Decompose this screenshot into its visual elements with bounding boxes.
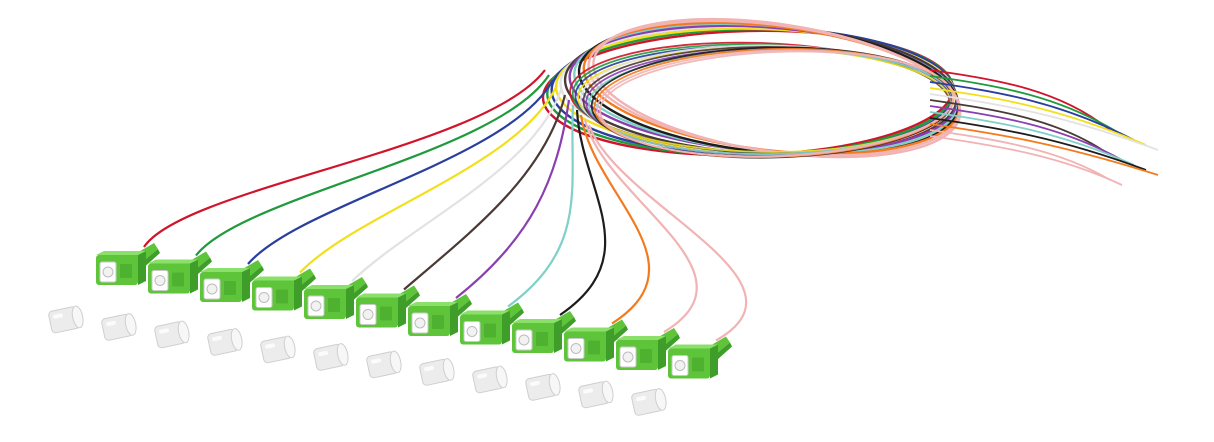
fiber-lead bbox=[455, 99, 571, 299]
fiber-lead bbox=[559, 109, 607, 316]
fiber-lead bbox=[143, 69, 546, 248]
dust-cap bbox=[419, 358, 455, 386]
fiber-end bbox=[929, 135, 1123, 186]
dust-cap bbox=[48, 305, 84, 334]
sc-connector bbox=[512, 311, 576, 353]
dust-cap bbox=[472, 365, 508, 394]
fiber-lead bbox=[403, 94, 567, 291]
dust-cap bbox=[101, 313, 137, 341]
fiber-lead bbox=[587, 124, 748, 342]
sc-connector bbox=[668, 336, 732, 379]
coil-loop bbox=[599, 50, 955, 158]
fiber-end bbox=[929, 93, 1159, 151]
sc-connector bbox=[200, 260, 264, 302]
fiber-lead bbox=[351, 89, 563, 282]
fiber-lead bbox=[195, 74, 550, 257]
dust-cap bbox=[154, 320, 190, 349]
sc-connector bbox=[96, 243, 160, 285]
sc-connectors bbox=[96, 243, 732, 379]
dust-caps bbox=[48, 305, 667, 416]
fiber-lead bbox=[579, 114, 650, 325]
fiber-leads bbox=[143, 69, 748, 342]
dust-cap bbox=[260, 335, 296, 364]
sc-connector bbox=[460, 302, 524, 345]
dust-cap bbox=[313, 343, 349, 371]
fiber-lead bbox=[583, 119, 698, 333]
fiber-end bbox=[929, 129, 1111, 181]
sc-connector bbox=[304, 277, 368, 319]
loose-fiber-ends bbox=[929, 69, 1159, 186]
fiber-end bbox=[929, 99, 1111, 156]
fiber-end bbox=[929, 105, 1123, 161]
fiber-end bbox=[929, 81, 1135, 141]
dust-cap bbox=[578, 380, 614, 409]
sc-connector bbox=[564, 319, 628, 362]
sc-connector bbox=[408, 294, 472, 336]
fiber-lead bbox=[247, 79, 554, 265]
fiber-lead bbox=[507, 104, 575, 308]
fiber-end bbox=[929, 117, 1147, 171]
sc-connector bbox=[356, 285, 420, 328]
dust-cap bbox=[207, 328, 243, 356]
dust-cap bbox=[631, 388, 667, 416]
sc-connector bbox=[252, 268, 316, 311]
dust-cap bbox=[366, 350, 402, 379]
fiber-end bbox=[929, 75, 1123, 136]
fiber-end bbox=[929, 123, 1159, 176]
fiber-lead bbox=[299, 84, 559, 274]
fiber-end bbox=[929, 69, 1111, 131]
fiber-end bbox=[929, 111, 1135, 166]
dust-cap bbox=[525, 373, 561, 401]
sc-connector bbox=[616, 328, 680, 370]
sc-connector bbox=[148, 251, 212, 294]
fiber-end bbox=[929, 87, 1147, 146]
